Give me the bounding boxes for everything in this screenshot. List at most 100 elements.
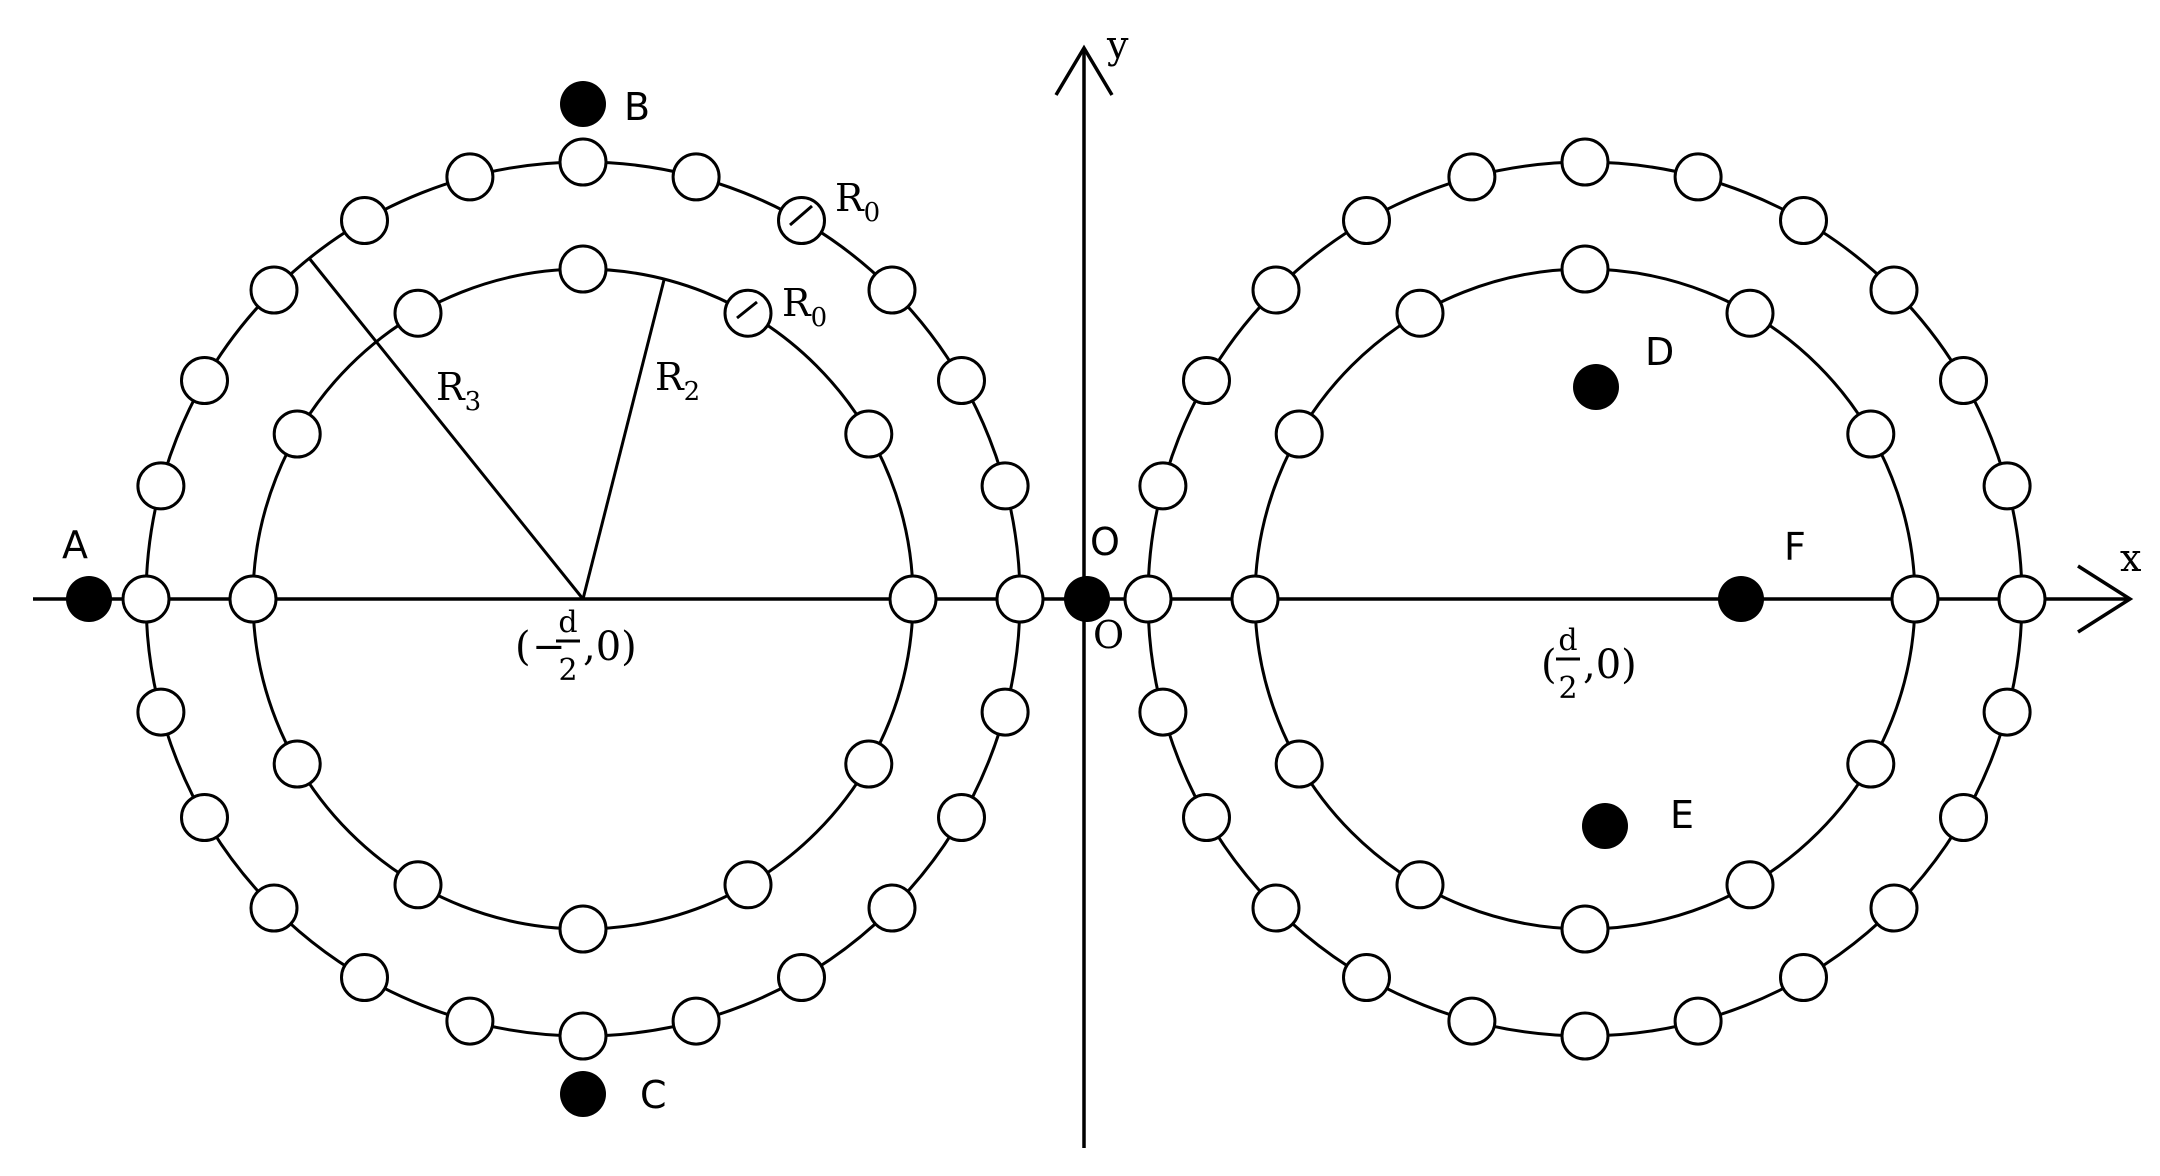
point-f-label: F bbox=[1784, 525, 1806, 569]
right-inner-hole bbox=[1560, 244, 1610, 294]
right-outer-hole bbox=[1982, 461, 2032, 511]
y-axis-arrowhead bbox=[1054, 44, 1114, 96]
left-outer-hole bbox=[671, 152, 721, 202]
left-outer-hole bbox=[671, 996, 721, 1046]
left-inner-hole bbox=[393, 860, 443, 910]
left-outer-hole bbox=[180, 793, 229, 842]
right-outer-hole bbox=[1447, 152, 1497, 202]
svg-text:2: 2 bbox=[558, 653, 577, 688]
right-outer-hole bbox=[1447, 996, 1497, 1046]
r2-label: R2 bbox=[655, 355, 700, 407]
right-inner-hole bbox=[1725, 860, 1775, 910]
right-outer-holes bbox=[1123, 137, 2047, 1061]
special-points bbox=[66, 81, 1764, 1117]
right-inner-hole bbox=[1230, 574, 1280, 624]
point-d-label: D bbox=[1645, 330, 1674, 374]
left-outer-hole bbox=[980, 461, 1030, 511]
left-outer-hole bbox=[121, 574, 171, 624]
right-outer-hole bbox=[1138, 687, 1188, 737]
origin-label-top: O bbox=[1090, 520, 1120, 564]
left-inner-hole bbox=[558, 244, 608, 294]
point-a bbox=[66, 576, 112, 622]
point-b bbox=[560, 81, 606, 127]
point-f bbox=[1718, 576, 1764, 622]
svg-text:2: 2 bbox=[1558, 671, 1577, 706]
right-inner-hole bbox=[1725, 288, 1775, 338]
left-outer-hole bbox=[777, 196, 826, 245]
svg-text:−: − bbox=[532, 624, 566, 670]
left-inner-hole bbox=[723, 288, 773, 338]
right-outer-hole bbox=[1939, 793, 1988, 842]
right-circle-group bbox=[1123, 137, 2047, 1061]
right-inner-holes bbox=[1230, 244, 1940, 954]
svg-text:(: ( bbox=[1541, 642, 1557, 688]
x-axis-arrowhead bbox=[2077, 564, 2134, 634]
left-inner-hole bbox=[723, 860, 773, 910]
right-inner-hole bbox=[1395, 860, 1445, 910]
right-outer-hole bbox=[1982, 687, 2032, 737]
r0-inner-label: R0 bbox=[782, 281, 827, 333]
right-inner-hole bbox=[1846, 739, 1896, 789]
right-center-label: ( d 2 ,0) bbox=[1541, 623, 1637, 706]
right-inner-hole bbox=[1846, 409, 1896, 459]
left-outer-hole bbox=[180, 356, 229, 405]
right-outer-hole bbox=[1182, 793, 1231, 842]
right-outer-hole bbox=[1997, 574, 2047, 624]
point-d bbox=[1573, 364, 1619, 410]
left-inner-hole bbox=[228, 574, 278, 624]
left-outer-hole bbox=[980, 687, 1030, 737]
left-outer-hole bbox=[445, 996, 495, 1046]
point-c-label: C bbox=[640, 1073, 667, 1117]
left-outer-hole bbox=[249, 265, 299, 315]
r0-inner-tick bbox=[736, 300, 758, 320]
point-o bbox=[1064, 576, 1110, 622]
left-outer-hole bbox=[937, 356, 986, 405]
left-inner-hole bbox=[272, 739, 322, 789]
left-outer-hole bbox=[995, 574, 1045, 624]
right-inner-hole bbox=[1274, 739, 1324, 789]
left-outer-hole bbox=[558, 137, 608, 187]
svg-text:d: d bbox=[1558, 623, 1577, 658]
left-inner-hole bbox=[393, 288, 443, 338]
right-outer-hole bbox=[1342, 196, 1391, 245]
svg-text:,0): ,0) bbox=[1583, 642, 1637, 688]
left-outer-hole bbox=[249, 883, 299, 933]
left-inner-hole bbox=[844, 739, 894, 789]
x-axis-label: x bbox=[2120, 536, 2141, 580]
left-outer-hole bbox=[937, 793, 986, 842]
r3-radius-line bbox=[307, 257, 585, 600]
left-outer-hole bbox=[777, 953, 826, 1002]
origin-label-bottom: O bbox=[1093, 613, 1124, 657]
left-outer-holes bbox=[121, 137, 1045, 1061]
y-axis-label: y bbox=[1106, 23, 1129, 67]
r3-label: R3 bbox=[436, 365, 481, 417]
point-e-label: E bbox=[1670, 793, 1694, 837]
left-outer-hole bbox=[867, 265, 917, 315]
left-center-label: ( − d 2 ,0) bbox=[515, 605, 637, 688]
left-outer-hole bbox=[867, 883, 917, 933]
right-outer-hole bbox=[1123, 574, 1173, 624]
right-outer-hole bbox=[1673, 996, 1723, 1046]
point-a-label: A bbox=[62, 523, 88, 567]
left-inner-hole bbox=[272, 409, 322, 459]
left-outer-hole bbox=[136, 687, 186, 737]
left-outer-hole bbox=[340, 953, 389, 1002]
right-outer-hole bbox=[1779, 196, 1828, 245]
left-outer-hole bbox=[558, 1011, 608, 1061]
left-circle-group bbox=[121, 137, 1045, 1061]
left-inner-hole bbox=[844, 409, 894, 459]
right-outer-hole bbox=[1869, 265, 1919, 315]
svg-text:d: d bbox=[558, 605, 577, 640]
left-inner-hole bbox=[558, 904, 608, 954]
right-inner-hole bbox=[1560, 904, 1610, 954]
svg-text:,0): ,0) bbox=[583, 624, 637, 670]
r0-outer-label: R0 bbox=[835, 176, 880, 228]
point-b-label: B bbox=[624, 85, 650, 129]
right-outer-hole bbox=[1560, 137, 1610, 187]
right-outer-hole bbox=[1869, 883, 1919, 933]
left-inner-holes bbox=[228, 244, 938, 954]
right-outer-hole bbox=[1342, 953, 1391, 1002]
right-outer-hole bbox=[1560, 1011, 1610, 1061]
right-outer-hole bbox=[1939, 356, 1988, 405]
